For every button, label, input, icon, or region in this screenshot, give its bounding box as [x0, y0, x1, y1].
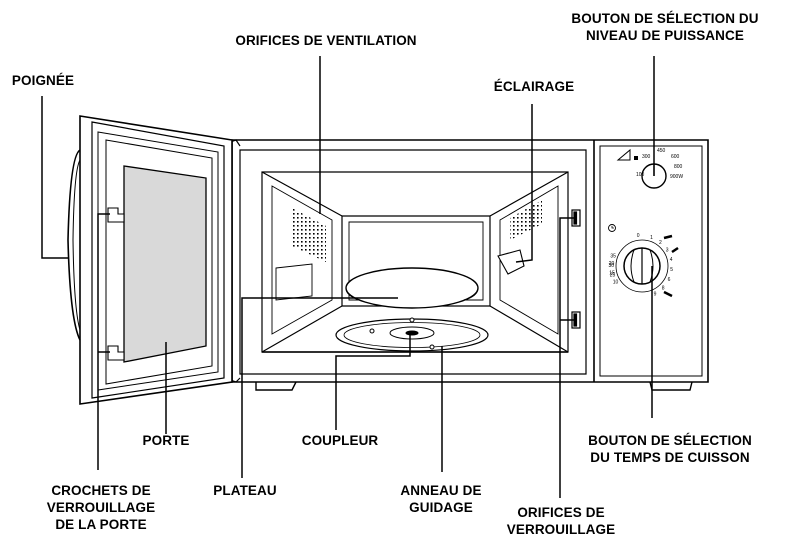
timer-tick-label: 15	[609, 270, 615, 276]
label-bouton-temps: BOUTON DE SÉLECTION DU TEMPS DE CUISSON	[588, 433, 752, 465]
leader-eclairage	[515, 104, 533, 263]
timer-tick-label: 4	[670, 257, 673, 263]
leader-plateau	[241, 297, 398, 478]
label-eclairage: ÉCLAIRAGE	[493, 79, 575, 94]
leader-lines	[41, 56, 655, 498]
vent-grilles	[292, 200, 542, 262]
lock-holes	[571, 209, 581, 329]
leader-orifices-verrouillage	[559, 217, 574, 498]
lamp-cover	[497, 249, 525, 275]
label-orifices-verrouillage: ORIFICES DE VERROUILLAGE	[506, 505, 616, 537]
door-handle	[67, 149, 81, 341]
timer-tick-label: 20	[609, 261, 615, 267]
label-poignee: POIGNÉE	[11, 73, 75, 88]
timer-tick-label: 30	[609, 263, 615, 269]
power-tick-label: 450	[657, 148, 666, 154]
timer-tick-label: 3	[666, 248, 669, 254]
power-tick-label: 100	[636, 172, 645, 178]
timer-tick-label: 8	[662, 286, 665, 292]
cabinet	[223, 139, 709, 391]
leader-crochets	[97, 213, 110, 470]
door	[67, 115, 233, 405]
guide-ring	[335, 317, 489, 352]
door-window	[123, 165, 207, 363]
turntable-plate	[345, 267, 479, 309]
timer-tick-label: 10	[613, 280, 619, 286]
side-panel	[275, 263, 313, 301]
timer-tick-label: 5	[670, 267, 673, 273]
timer-tick-label: 0	[637, 233, 640, 239]
label-porte: PORTE	[142, 433, 190, 448]
label-bouton-puissance: BOUTON DE SÉLECTION DU NIVEAU DE PUISSAN…	[571, 11, 759, 43]
door-latch-bottom	[107, 345, 125, 361]
leader-poignee	[41, 96, 68, 259]
timer-tick-label: 9	[654, 292, 657, 298]
timer-tick-label: 1	[650, 235, 653, 241]
power-tick-label: 900W	[670, 174, 683, 180]
timer-tick-label: 25	[610, 273, 616, 279]
power-tick-label: 600	[671, 154, 680, 160]
label-anneau: ANNEAU DE GUIDAGE	[400, 483, 482, 515]
label-crochets: CROCHETS DE VERROUILLAGE DE LA PORTE	[46, 483, 156, 532]
door-latch-top	[107, 207, 125, 223]
power-dial: 100 300 450 600 800 900W	[616, 148, 683, 189]
leader-coupleur	[335, 334, 411, 430]
power-tick-label: 800	[674, 164, 683, 170]
label-plateau: PLATEAU	[213, 483, 277, 498]
timer-tick-label: 6	[668, 277, 671, 283]
label-orifices-ventilation: ORIFICES DE VENTILATION	[235, 33, 417, 48]
power-tick-label: 300	[642, 154, 651, 160]
label-coupleur: COUPLEUR	[301, 433, 379, 448]
timer-tick-label: 35	[610, 253, 616, 259]
timer-tick-label: 2	[659, 240, 662, 246]
